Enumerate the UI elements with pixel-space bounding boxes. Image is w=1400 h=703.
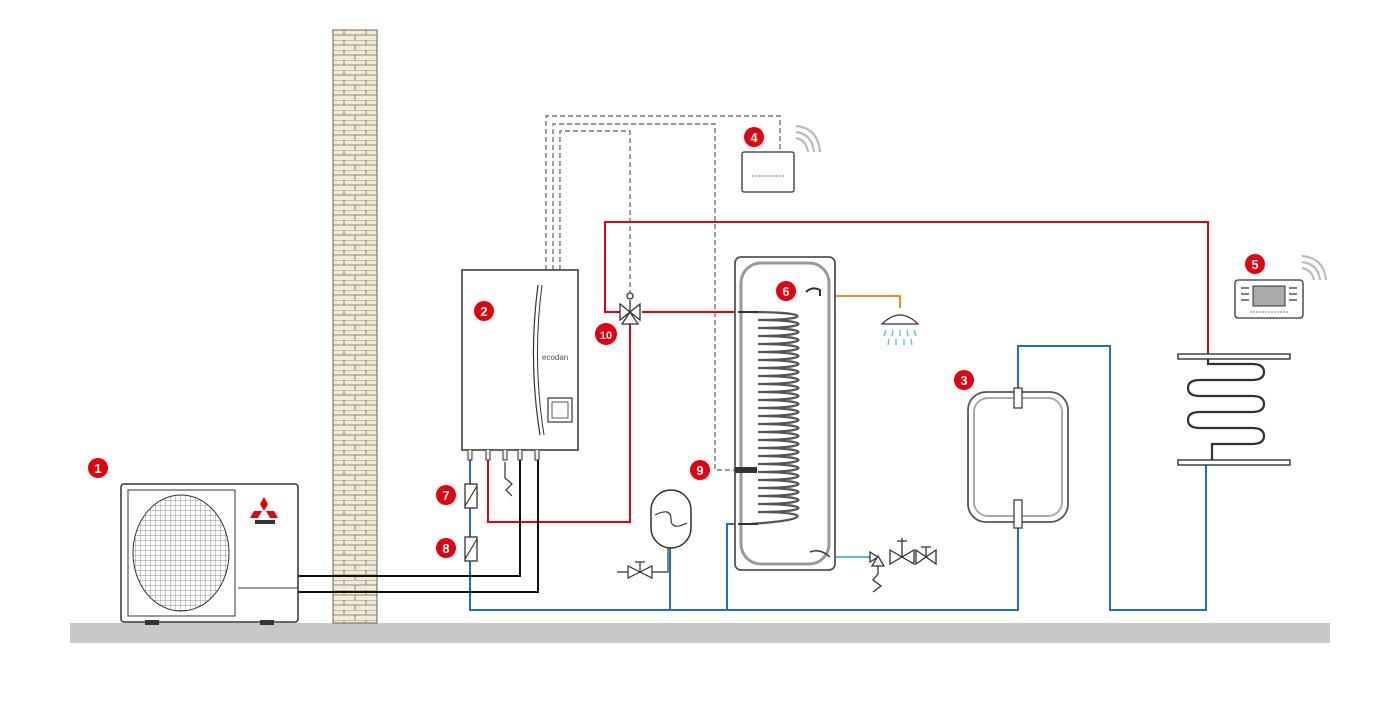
outdoor-unit — [120, 483, 299, 625]
room-controller — [1234, 254, 1328, 319]
svg-text:10: 10 — [600, 330, 612, 342]
return-pipes — [469, 345, 1207, 611]
badge-6: 6 — [776, 281, 796, 301]
magnetic-filter — [464, 483, 478, 509]
strainer — [464, 536, 478, 562]
svg-text:1: 1 — [94, 461, 101, 476]
hydrobox-brand-label: ecodan — [542, 353, 568, 362]
svg-text:4: 4 — [750, 130, 758, 145]
badge-3: 3 — [954, 370, 974, 390]
badge-10: 10 — [595, 323, 617, 345]
hot-water-outlet-pipe — [820, 295, 901, 308]
ground-slab — [70, 623, 1330, 643]
badge-7: 7 — [436, 485, 456, 505]
brand-logo-icon — [250, 497, 278, 524]
badge-1: 1 — [88, 458, 108, 478]
badge-4: 4 — [744, 127, 764, 147]
svg-text:5: 5 — [1251, 257, 1258, 272]
wifi-signal-icon — [1301, 254, 1328, 281]
svg-text:7: 7 — [442, 488, 449, 503]
underfloor-heating-coil — [1177, 353, 1291, 466]
hot-water-cylinder — [734, 256, 836, 571]
expansion-vessel — [617, 489, 692, 579]
badge-9: 9 — [690, 460, 710, 480]
brick-wall — [332, 29, 378, 624]
badge-5: 5 — [1245, 254, 1265, 274]
shower-head-icon — [880, 314, 920, 346]
svg-text:6: 6 — [782, 284, 789, 299]
wifi-interface — [741, 124, 822, 193]
hydrobox: ecodan — [461, 269, 579, 497]
svg-text:2: 2 — [480, 304, 487, 319]
flow-pipes — [487, 221, 1209, 523]
three-way-valve-icon — [619, 292, 641, 325]
svg-text:9: 9 — [696, 463, 703, 478]
svg-text:8: 8 — [442, 541, 449, 556]
badge-2: 2 — [474, 301, 494, 321]
badge-8: 8 — [436, 538, 456, 558]
buffer-tank — [967, 387, 1069, 529]
safety-valve-group-icon — [869, 538, 937, 593]
wifi-signal-icon — [795, 124, 822, 153]
refrigerant-lines — [298, 450, 539, 593]
svg-text:3: 3 — [960, 373, 967, 388]
control-wiring — [545, 115, 781, 471]
